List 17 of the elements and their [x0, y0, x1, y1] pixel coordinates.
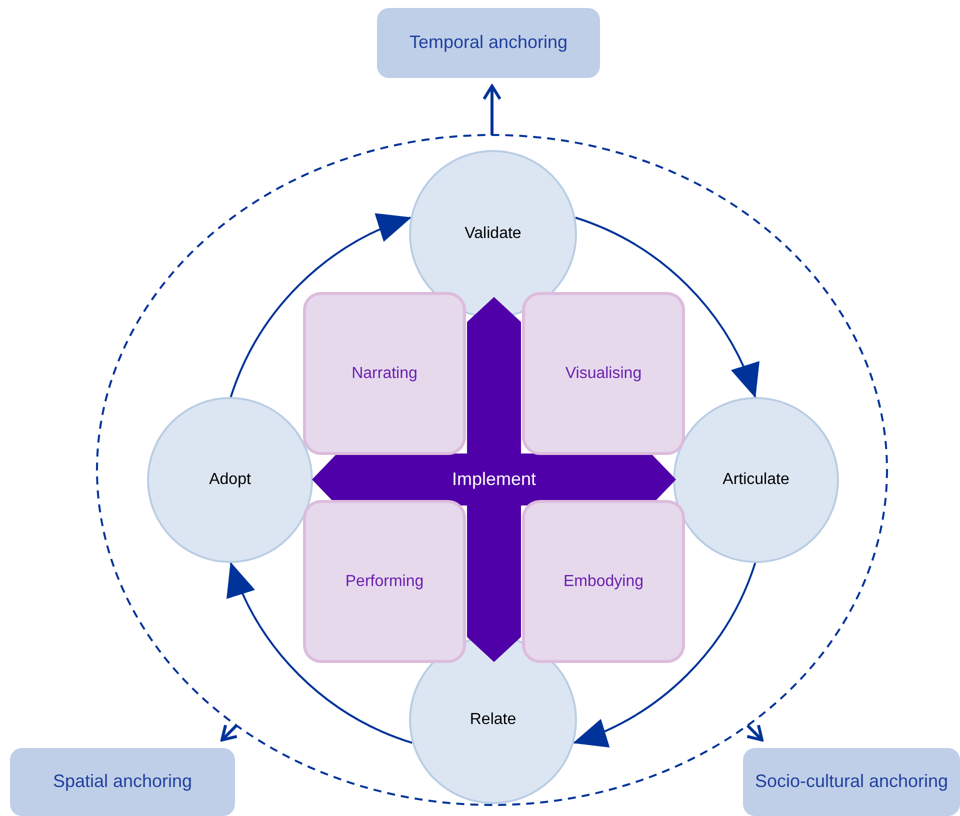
arrow: [230, 215, 412, 398]
mode-box: Embodying: [522, 500, 685, 663]
anchoring-box: Temporal anchoring: [377, 8, 600, 78]
mode-box: Visualising: [522, 292, 685, 455]
anchoring-box: Socio-cultural anchoring: [743, 748, 960, 816]
cross-label: Implement: [452, 469, 536, 490]
mode-box: Narrating: [303, 292, 466, 455]
arrow: [220, 724, 238, 742]
arrow: [482, 84, 502, 135]
stage-circle: Adopt: [147, 397, 313, 563]
arrow: [572, 562, 756, 746]
stage-circle: Articulate: [673, 397, 839, 563]
mode-box: Performing: [303, 500, 466, 663]
arrow: [746, 724, 764, 742]
arrow: [228, 562, 413, 744]
arrow: [575, 216, 758, 398]
anchoring-box: Spatial anchoring: [10, 748, 235, 816]
